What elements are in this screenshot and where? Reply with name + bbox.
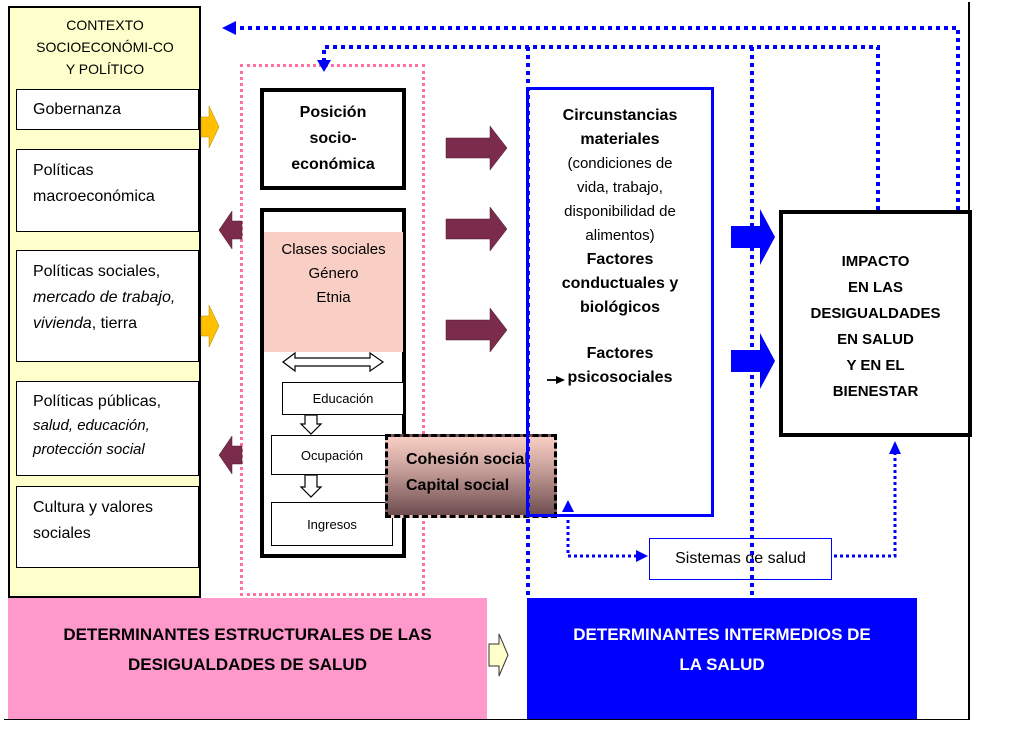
box-sistemas-de-salud: Sistemas de salud <box>649 538 832 580</box>
educacion-label: Educación <box>312 391 374 406</box>
banner-determinantes-intermedios: DETERMINANTES INTERMEDIOS DE LA SALUD <box>527 598 917 719</box>
banner-intermediate-line: LA SALUD <box>679 654 765 674</box>
sistemas-label: Sistemas de salud <box>675 550 806 567</box>
box-educacion: Educación <box>282 382 404 415</box>
publicas-line: Políticas públicas, <box>33 393 162 410</box>
box-posicion-socioeconomica: Posición socio- económica <box>260 88 406 190</box>
box-impacto-desigualdades: IMPACTO EN LAS DESIGUALDADES EN SALUD Y … <box>779 210 972 437</box>
impacto-line: DESIGUALDADES <box>810 304 941 322</box>
banner-structural-line: DESIGUALDADES DE SALUD <box>128 654 367 674</box>
impacto-line: Y EN EL <box>846 356 905 374</box>
banner-determinantes-estructurales: DETERMINANTES ESTRUCTURALES DE LAS DESIG… <box>8 598 487 719</box>
publicas-line: protección social <box>33 441 145 458</box>
gobernanza-label: Gobernanza <box>33 101 122 118</box>
condiciones-line: disponibilidad de <box>564 203 676 220</box>
psicosociales-line: psicosociales <box>567 369 673 386</box>
clases-line: Etnia <box>316 289 351 306</box>
box-politicas-publicas: Políticas públicas, salud, educación, pr… <box>16 381 199 476</box>
banner-structural-line: DETERMINANTES ESTRUCTURALES DE LAS <box>63 624 432 644</box>
psicosociales-line: Factores <box>586 345 654 362</box>
circunstancias-line: Circunstancias <box>562 107 678 124</box>
clases-sociales-panel: Clases sociales Género Etnia <box>264 232 403 352</box>
banner-intermediate-line: DETERMINANTES INTERMEDIOS DE <box>573 624 871 644</box>
context-title-line: SOCIOECONÓMI-CO <box>36 39 174 55</box>
condiciones-line: vida, trabajo, <box>577 179 663 196</box>
impacto-line: EN LAS <box>847 278 903 296</box>
cultura-line: Cultura y valores <box>33 499 154 516</box>
clases-line: Género <box>308 265 359 282</box>
sociales-line: mercado de trabajo, <box>33 289 176 306</box>
ocupacion-label: Ocupación <box>300 447 364 463</box>
factores-line: biológicos <box>580 299 660 316</box>
impacto-line: EN SALUD <box>837 330 914 348</box>
factores-line: Factores <box>586 251 654 268</box>
context-title-line: Y POLÍTICO <box>65 61 145 77</box>
cohesion-line: Cohesión social <box>406 451 529 468</box>
cohesion-line: Capital social <box>406 477 510 494</box>
sociales-line: Políticas sociales, <box>33 263 161 280</box>
box-ocupacion: Ocupación <box>271 435 393 475</box>
factores-line: conductuales y <box>561 275 679 292</box>
box-politicas-sociales: Políticas sociales, mercado de trabajo, … <box>16 250 199 362</box>
circunstancias-line: materiales <box>580 131 660 148</box>
condiciones-line: (condiciones de <box>567 155 673 172</box>
impacto-line: BIENESTAR <box>832 382 919 400</box>
condiciones-line: alimentos) <box>585 227 655 244</box>
context-title-line: CONTEXTO <box>66 17 144 33</box>
clases-line: Clases sociales <box>281 241 386 258</box>
box-cultura-valores: Cultura y valores sociales <box>16 486 199 568</box>
box-gobernanza: Gobernanza <box>16 89 199 130</box>
impacto-line: IMPACTO <box>841 252 910 270</box>
posicion-line: Posición <box>299 104 367 121</box>
box-determinantes-intermedios: Circunstancias materiales (condiciones d… <box>526 87 714 517</box>
box-politicas-macroeconomica: Políticas macroeconómica <box>16 149 199 232</box>
box-ingresos: Ingresos <box>271 502 393 546</box>
sociales-line: vivienda, tierra <box>33 315 138 332</box>
macro-line: Políticas <box>33 162 94 179</box>
context-title: CONTEXTO SOCIOECONÓMI-CO Y POLÍTICO <box>14 14 196 80</box>
cultura-line: sociales <box>33 525 91 542</box>
publicas-line: salud, educación, <box>33 417 150 434</box>
box-clases-sociales-frame <box>260 208 406 558</box>
ingresos-label: Ingresos <box>307 516 357 532</box>
posicion-line: socio- <box>309 130 357 147</box>
posicion-line: económica <box>291 156 375 173</box>
macro-line: macroeconómica <box>33 188 155 205</box>
